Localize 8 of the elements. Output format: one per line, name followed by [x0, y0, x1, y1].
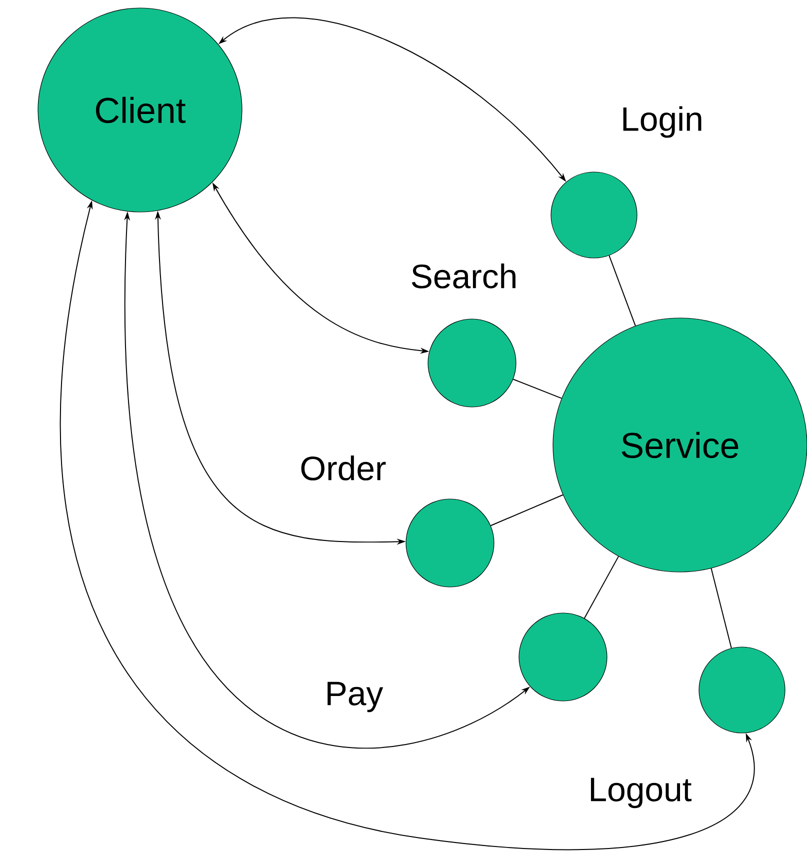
circle-node: Client [38, 8, 242, 212]
label: Pay [328, 682, 384, 712]
node-label: Order [301, 456, 386, 480]
node-label: Search [412, 264, 516, 288]
node-label: Login [623, 106, 702, 138]
circle-node: Service [552, 318, 807, 572]
circle-node [518, 612, 608, 702]
node-label: Logout [590, 778, 692, 808]
